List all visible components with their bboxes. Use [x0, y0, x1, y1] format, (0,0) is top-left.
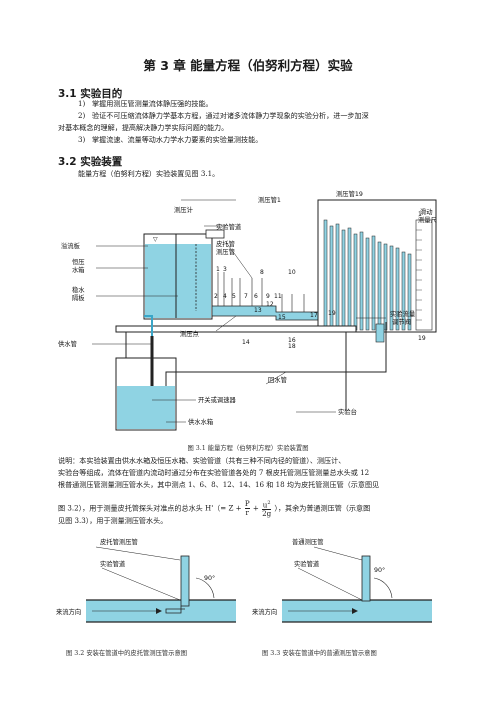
explanation-line: 实验台等组成，流体在管道内流动时通过分布在实验管道各处的 7 根皮托管测压管测量… [58, 468, 370, 477]
label-flow-direction: 来流方向 [252, 607, 277, 616]
label-valve-1: 实验流量 [390, 309, 416, 318]
label-test-pipe: 实验管道 [100, 559, 126, 568]
section-heading-apparatus: 3.2 实验装置 [58, 156, 123, 168]
section-intro: 能量方程（伯努利方程）实验装置见图 3.1。 [78, 169, 220, 178]
svg-text:1: 1 [216, 266, 220, 273]
label-supply-pipe: 供水管 [58, 339, 77, 348]
label-pitot-1: 皮托管 [216, 239, 235, 248]
label-measure-point: 测压点 [180, 330, 199, 338]
svg-text:15: 15 [278, 314, 286, 321]
pitot-tube-diagram: 90° 皮托管测压管 实验管道 来流方向 [56, 538, 236, 623]
label-baffle-1: 稳水 [72, 285, 85, 294]
figure-3-caption: 图 3.3 安装在管道中的普通测压管示意图 [262, 650, 377, 657]
section-heading-purpose: 3.1 实验目的 [58, 88, 123, 100]
label-test-pipe: 实验管道 [294, 559, 320, 568]
tank-water [145, 244, 211, 318]
svg-text:13: 13 [254, 307, 262, 314]
sliding-scale [415, 219, 433, 331]
explanation-line: 说明：本实验装置由供水水箱及恒压水箱、实验管道（共有三种不同内径的管道）、测压计… [58, 456, 346, 465]
svg-text:11: 11 [274, 293, 282, 300]
label-tube-19: 测压管19 [336, 189, 363, 198]
apparatus-diagram: ▽ [58, 189, 438, 431]
svg-text:2: 2 [214, 293, 218, 300]
label-flow-direction: 来流方向 [56, 607, 81, 616]
svg-text:9: 9 [266, 293, 270, 300]
label-scale-1: 滑动 [420, 207, 433, 216]
svg-text:14: 14 [242, 339, 250, 346]
label-pitot-2: 测压管 [216, 247, 235, 256]
label-scale-2: 测量尺 [418, 216, 438, 224]
piezometer-tubes [323, 219, 412, 331]
svg-text:17: 17 [310, 312, 318, 319]
svg-text:19: 19 [418, 335, 426, 342]
label-supply-tank: 供水水箱 [188, 417, 213, 426]
label-switch: 开关或调速器 [198, 395, 236, 404]
test-bench [115, 325, 357, 333]
svg-text:1: 1 [418, 211, 422, 218]
chapter-title: 第 3 章 能量方程（伯努利方程）实验 [143, 58, 353, 73]
svg-text:18: 18 [288, 343, 296, 350]
label-valve-2: 调节阀 [392, 317, 411, 326]
angle-label: 90° [374, 566, 385, 574]
label-return-pipe: 回水管 [268, 375, 287, 384]
explanation-line-formula: 图 3.2），用于测量皮托管探头对准点的总水头 H'（= Z + P r + u… [58, 499, 371, 519]
label-overflow-plate: 溢流板 [61, 241, 81, 250]
figure-2-caption: 图 3.2 安装在管道中的皮托管测压管示意图 [66, 650, 188, 657]
label-test-pipe: 实验管道 [216, 222, 242, 231]
svg-text:4: 4 [223, 293, 227, 300]
piezometer-tube-diagram: 90° 普通测压管 实验管道 来流方向 [252, 538, 432, 623]
svg-text:3: 3 [223, 266, 227, 273]
label-piezometer: 测压计 [174, 205, 194, 214]
label-bench: 实验台 [338, 407, 357, 416]
svg-text:8: 8 [260, 269, 264, 276]
svg-text:6: 6 [254, 293, 258, 300]
return-pipe [165, 322, 387, 386]
list-item: 3) 掌握流速、流量等动水力学水力要素的实验量测技能。 [78, 135, 263, 144]
svg-text:5: 5 [232, 293, 236, 300]
label-tank-2: 水箱 [72, 265, 85, 274]
label-tank-1: 恒压 [72, 257, 85, 266]
list-item: 1) 掌握用测压管测量流体静压强的技能。 [78, 99, 213, 108]
svg-text:▽: ▽ [153, 236, 158, 243]
list-item-continued: 对基本概念的理解，提高解决静力学实际问题的能力。 [58, 123, 229, 132]
svg-text:10: 10 [288, 269, 296, 276]
list-item: 2) 验证不可压缩流体静力学基本方程，通过对诸多流体静力学现象的实验分析，进一步… [78, 111, 369, 120]
svg-text:19: 19 [328, 310, 336, 317]
figure-1-caption: 图 3.1 能量方程（伯努利方程）实验装置图 [187, 445, 309, 452]
label-baffle-2: 隔板 [72, 293, 85, 302]
label-tube-1: 测压管1 [258, 195, 281, 204]
explanation-line: 根普通测压管测量测压管水头，其中测点 1、6、8、12、14、16 和 18 均… [58, 480, 380, 489]
explanation-line: 见图 3.3），用于测量测压管水头。 [58, 516, 168, 525]
label-pitot-tube: 皮托管测压管 [100, 538, 138, 546]
svg-text:7: 7 [244, 293, 248, 300]
angle-label: 90° [204, 574, 215, 582]
svg-text:16: 16 [288, 337, 296, 344]
svg-text:12: 12 [266, 301, 274, 308]
label-piezometer: 普通测压管 [292, 538, 323, 546]
